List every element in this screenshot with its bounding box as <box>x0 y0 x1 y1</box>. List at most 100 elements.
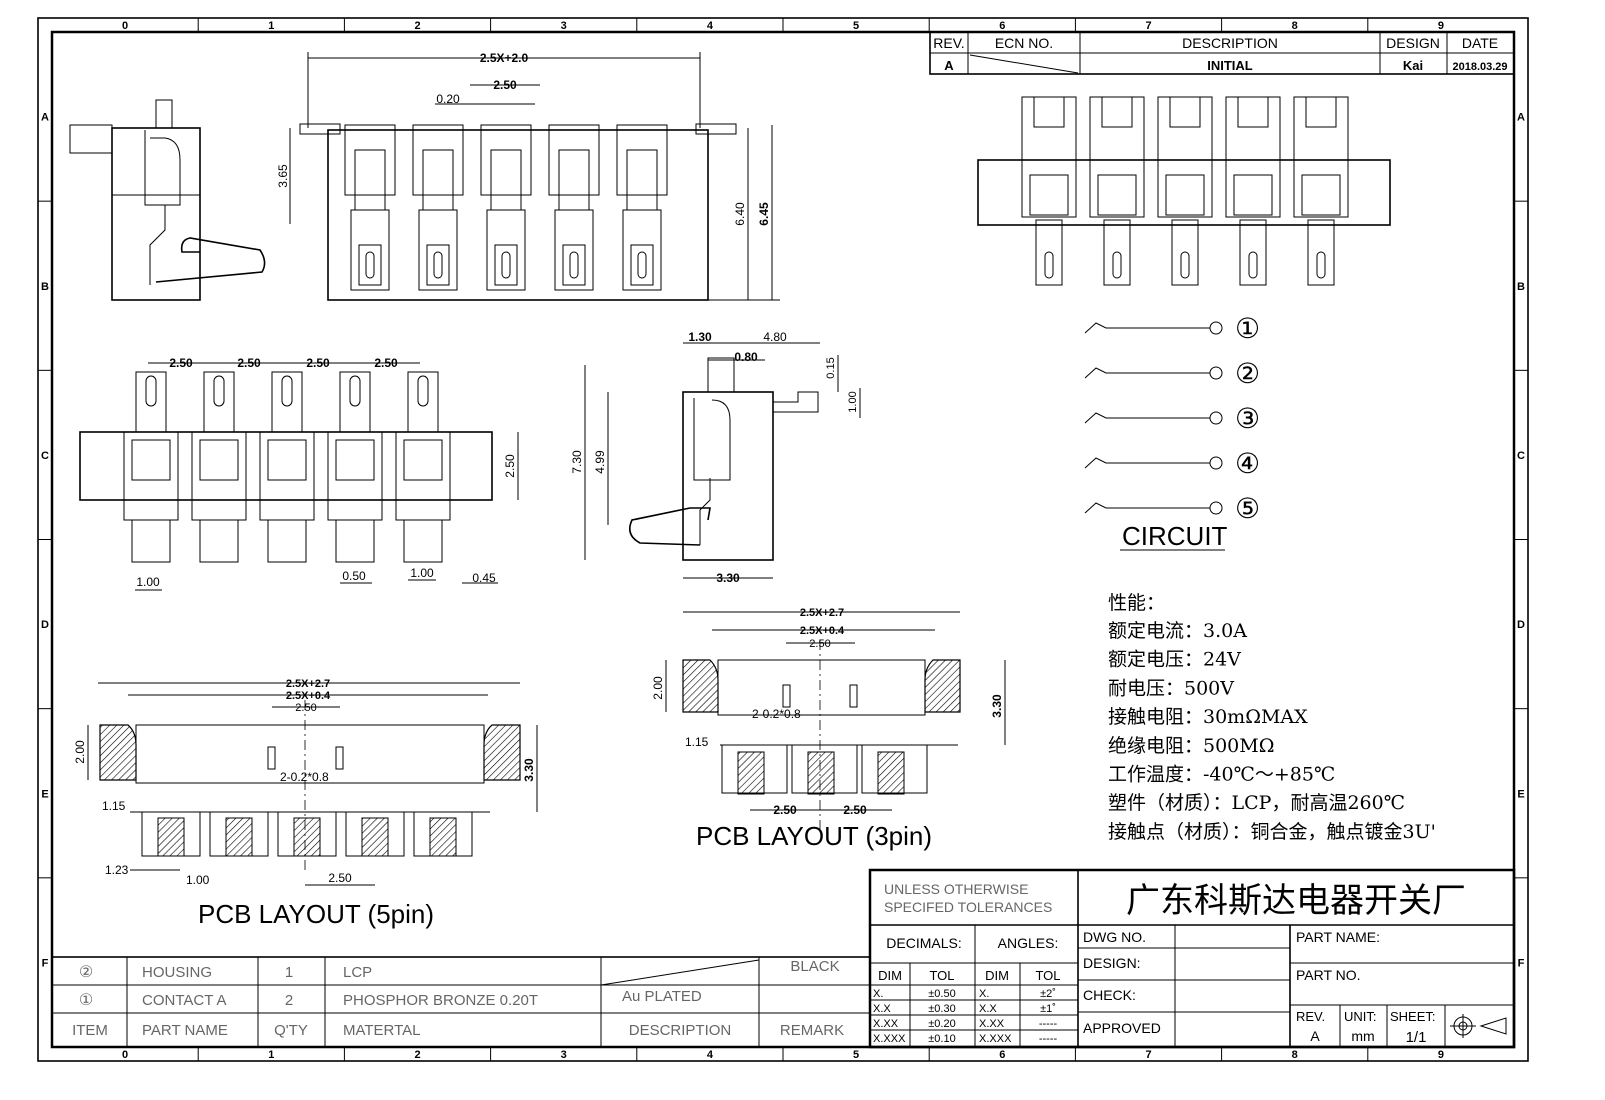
spec-line: 接触点（材质）：铜合金，触点镀金3U' <box>1108 821 1436 843</box>
middle-view-dimensions: 2.50 2.50 2.50 2.50 2.50 1.00 0.50 1.00 … <box>135 356 519 591</box>
dim-pcb3-w2: 2.5X+0.4 <box>800 625 845 637</box>
front-pin <box>344 124 396 291</box>
dec-tol: ±0.50 <box>928 988 955 1000</box>
revision-table: REV. ECN NO. DESCRIPTION DESIGN DATE A I… <box>929 31 1515 75</box>
column-marker-top: 2 <box>414 20 420 32</box>
pcb5-pad <box>345 811 405 857</box>
column-marker-bottom: 6 <box>999 1049 1005 1061</box>
circuit-line: ⑤ <box>1084 493 1260 524</box>
top-right-pin <box>1157 96 1213 286</box>
ang-tol: ----- <box>1039 1033 1058 1045</box>
bom-part: CONTACT A <box>142 992 226 1009</box>
dim-top-h1: 3.65 <box>276 164 290 188</box>
dec-dim: X. <box>873 988 883 1000</box>
bom-material: LCP <box>343 964 372 981</box>
column-marker-bottom: 1 <box>268 1049 274 1061</box>
dec-dim: X.XX <box>873 1018 899 1030</box>
bom-item: ① <box>79 992 93 1009</box>
circuit-line: ④ <box>1084 448 1260 479</box>
circuit-pin-number: ① <box>1235 313 1260 344</box>
dim-mid-pitch-4: 2.50 <box>374 356 398 370</box>
dec-dim-header: DIM <box>878 968 902 983</box>
dim-side-h2: 4.99 <box>593 450 607 474</box>
column-marker-bottom: 3 <box>561 1049 567 1061</box>
dim-side-v1: 0.15 <box>825 357 837 378</box>
pcb3-label: PCB LAYOUT (3pin) <box>696 821 932 851</box>
part-no-label: PART NO. <box>1296 967 1361 983</box>
bom-header-remark: REMARK <box>780 1022 844 1039</box>
dim-pcb5-w3: 2.50 <box>295 702 316 714</box>
sheet-value: 1/1 <box>1406 1029 1427 1046</box>
front-pin <box>548 124 600 291</box>
spec-line: 耐电压：500V <box>1108 677 1234 699</box>
row-marker-left: D <box>41 619 49 631</box>
dim-pcb3-v: 3.30 <box>990 694 1004 718</box>
dim-pcb5-h: 2.00 <box>73 740 87 764</box>
top-right-pin <box>1225 96 1281 286</box>
column-marker-bottom: 5 <box>853 1049 859 1061</box>
dim-top-h2: 6.40 <box>733 202 747 226</box>
pcb-layout-3pin: PCB LAYOUT (3pin) <box>682 640 961 851</box>
pcb3-dimensions: 2.5X+2.7 2.5X+0.4 2.50 2.00 2-0.2*0.8 3.… <box>651 607 1006 817</box>
dim-pcb3-w3: 2.50 <box>809 638 830 650</box>
column-marker-bottom: 7 <box>1145 1049 1151 1061</box>
pcb-layout-5pin: PCB LAYOUT (5pin) <box>99 700 521 929</box>
bom-header-part: PART NAME <box>142 1022 228 1039</box>
dec-tol: ±0.20 <box>928 1018 955 1030</box>
column-marker-bottom: 9 <box>1438 1049 1444 1061</box>
dwg-no-label: DWG NO. <box>1083 929 1146 945</box>
top-right-pin <box>1089 96 1145 286</box>
dim-pcb3-h: 2.00 <box>651 676 665 700</box>
specifications: 性能： 额定电流：3.0A额定电压：24V耐电压：500V接触电阻：30mΩMA… <box>1108 592 1436 843</box>
circuit-line: ① <box>1084 313 1260 344</box>
unit-value: mm <box>1351 1028 1374 1044</box>
dim-pcb5-b1: 1.23 <box>105 863 129 877</box>
rev-value: A <box>944 58 954 73</box>
spec-line: 工作温度：-40℃～+85℃ <box>1108 764 1335 786</box>
top-view-right <box>977 96 1391 286</box>
ang-dim: X. <box>979 988 989 1000</box>
dim-top-width: 2.5X+2.0 <box>480 51 529 65</box>
bom-header-material: MATERTAL <box>343 1022 421 1039</box>
projection-symbol-icon <box>1450 1014 1507 1038</box>
ang-dim-header: DIM <box>985 968 1009 983</box>
dim-pcb5-b2: 1.00 <box>186 873 210 887</box>
dim-mid-b3: 1.00 <box>410 566 434 580</box>
bom-header-qty: Q'TY <box>274 1022 308 1039</box>
ecn-header: ECN NO. <box>995 35 1053 51</box>
bom-header-item: ITEM <box>72 1022 108 1039</box>
column-marker-top: 3 <box>561 20 567 32</box>
row-marker-right: E <box>1517 788 1524 800</box>
dim-pcb3-w1: 2.5X+2.7 <box>800 607 844 619</box>
ang-tol: ±2˚ <box>1040 988 1056 1000</box>
front-pin <box>412 124 464 291</box>
circuit-pin-number: ⑤ <box>1235 493 1260 524</box>
dec-dim: X.XXX <box>873 1033 906 1045</box>
middle-pin <box>123 371 179 563</box>
spec-line: 额定电流：3.0A <box>1108 620 1247 642</box>
bom-description: Au PLATED <box>622 988 702 1005</box>
column-marker-bottom: 0 <box>122 1049 128 1061</box>
pcb5-pad <box>413 811 473 857</box>
column-marker-bottom: 8 <box>1292 1049 1298 1061</box>
dim-side-w2: 4.80 <box>763 330 787 344</box>
pcb5-pad <box>277 811 337 857</box>
spec-line: 接触电阻：30mΩMAX <box>1108 706 1308 728</box>
pcb5-dimensions: 2.5X+2.7 2.5X+0.4 2.50 2.00 2-0.2*0.8 3.… <box>73 678 538 887</box>
dim-side-bottom: 3.30 <box>716 571 740 585</box>
top-view-middle <box>79 371 493 563</box>
column-marker-bottom: 2 <box>414 1049 420 1061</box>
row-marker-left: A <box>41 112 49 124</box>
dec-tol: ±0.10 <box>928 1033 955 1045</box>
design-label: DESIGN: <box>1083 955 1141 971</box>
ang-tol: ±1˚ <box>1040 1003 1056 1015</box>
column-marker-top: 7 <box>1145 20 1151 32</box>
side-view-large <box>629 357 819 561</box>
tolerance-row: X.XXX ±0.10 X.XXX ----- <box>873 1033 1057 1045</box>
ang-dim: X.XXX <box>979 1033 1012 1045</box>
